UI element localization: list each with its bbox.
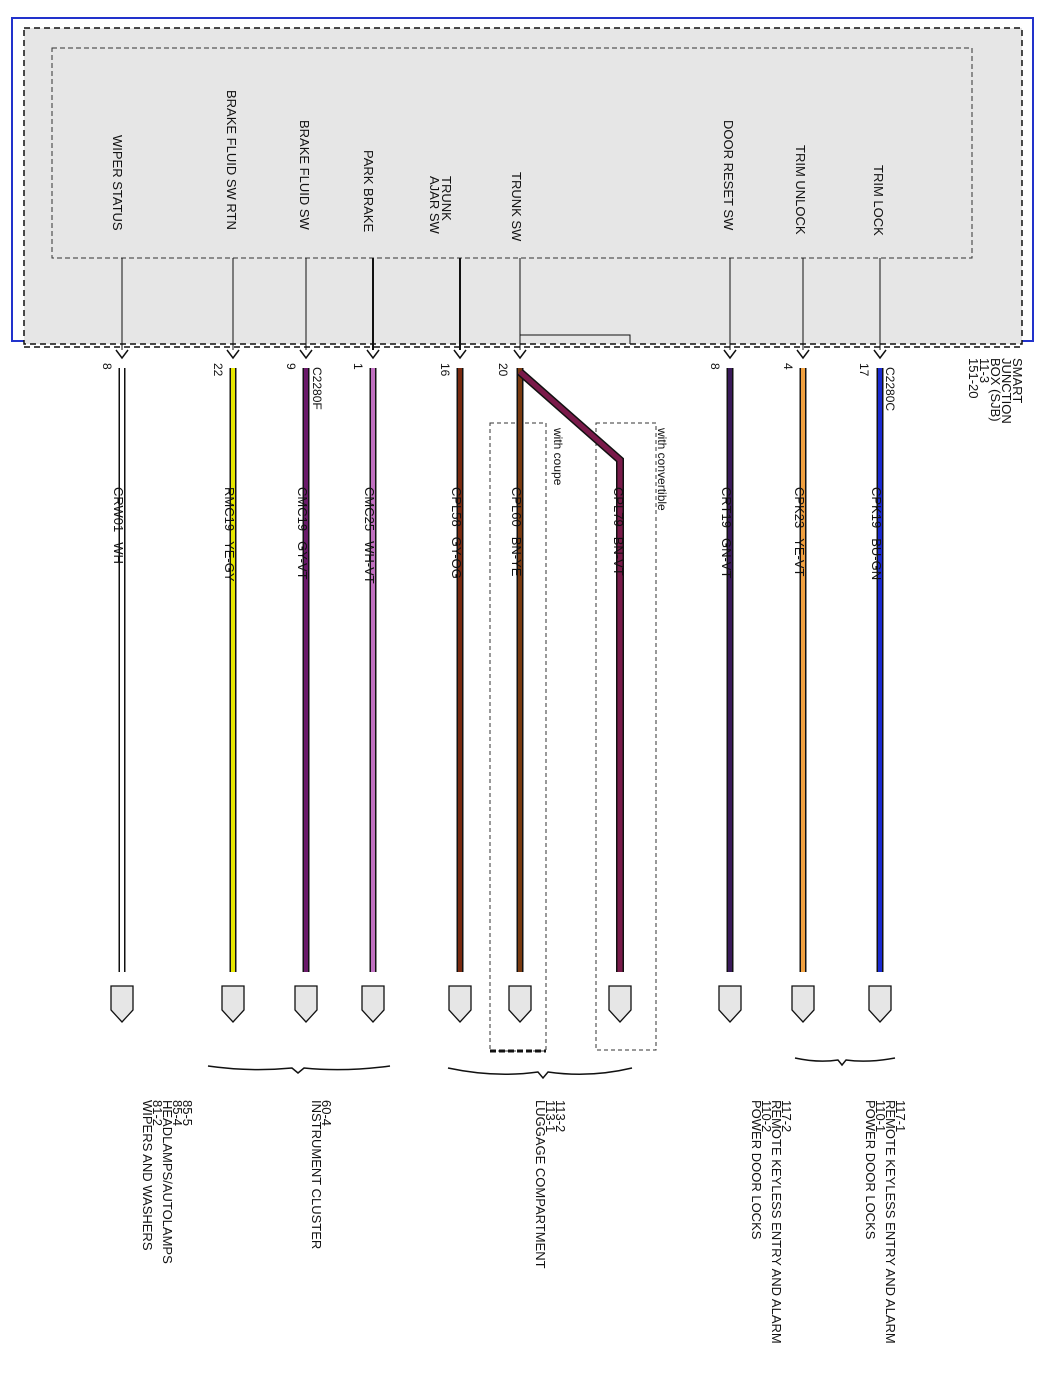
module-box: [23, 27, 1023, 345]
signal-label-park-brake: PARK BRAKE: [361, 150, 376, 232]
circuit-label-cpl60: CPL60BN-YE: [509, 487, 524, 577]
braces: [207, 1057, 896, 1080]
terminal-connector: [361, 985, 385, 1023]
signal-label-trim-lock: TRIM LOCK: [871, 165, 886, 236]
pin-number: 20: [496, 363, 510, 377]
terminal-connector: [294, 985, 318, 1023]
wires: [118, 368, 884, 972]
signal-label-trunk-ajar-sw: TRUNK AJAR SW: [427, 176, 454, 235]
destination-wipers: WIPERS AND WASHERS 81-2 HEADLAMPS/AUTOLA…: [140, 1100, 195, 1267]
signal-label-trunk-sw: TRUNK SW: [509, 172, 524, 242]
circuit-label-cpl58: CPL58GY-OG: [449, 487, 464, 579]
module-inner-box: [51, 47, 973, 259]
convertible-option-label: with convertible: [655, 427, 669, 511]
pin-number: 4: [781, 363, 795, 370]
signal-label-brake-fluid-sw-rtn: BRAKE FLUID SW RTN: [224, 90, 239, 230]
signal-label-brake-fluid-sw: BRAKE FLUID SW: [297, 120, 312, 231]
circuit-label-cmc25: CMC25WH-VT: [362, 487, 377, 584]
destination-power-door-locks-2: POWER DOOR LOCKS 110-2 REMOTE KEYLESS EN…: [749, 1100, 794, 1347]
terminal-connector: [791, 985, 815, 1023]
terminals: [110, 985, 892, 1023]
circuit-label-crt19: CRT19GN-VT: [719, 487, 734, 578]
pin-number: 9: [284, 363, 298, 370]
pin-chevrons: [115, 349, 887, 360]
terminal-connector: [508, 985, 532, 1023]
destination-instrument-cluster: INSTRUMENT CLUSTER 60-4: [309, 1100, 334, 1253]
brace-instrument-cluster: [207, 1065, 391, 1074]
pin-number: 17: [857, 363, 871, 377]
pin-number: 8: [100, 363, 114, 370]
terminal-connector: [110, 985, 134, 1023]
brace-trim: [794, 1057, 896, 1067]
signal-label-trim-unlock: TRIM UNLOCK: [793, 145, 808, 235]
destination-power-door-locks-1: POWER DOOR LOCKS 110-1 REMOTE KEYLESS EN…: [863, 1100, 908, 1347]
pin-number: 1: [351, 363, 365, 370]
circuit-label-crw01: CRW01WH: [111, 487, 126, 564]
convertible-option-box: [595, 422, 657, 1051]
terminal-connector: [448, 985, 472, 1023]
circuit-label-cpk19: CPK19BU-GN: [869, 487, 884, 580]
terminal-connector: [868, 985, 892, 1023]
terminal-connector: [221, 985, 245, 1023]
module-name: SMART JUNCTION BOX (SJB) 11-3 151-20: [966, 358, 1025, 427]
circuit-label-rmc19: RMC19YE-GY: [222, 487, 237, 582]
internal-step-line: [519, 334, 631, 344]
circuit-label-cpl79: CPL79BN-VT: [611, 487, 626, 576]
terminal-connector: [718, 985, 742, 1023]
brace-luggage: [447, 1067, 633, 1080]
circuit-label-cmc19: CMC19GY-VT: [295, 487, 310, 580]
pin-number: 16: [438, 363, 452, 377]
signal-label-door-reset-sw: DOOR RESET SW: [721, 120, 736, 231]
connector-id: C2280F: [310, 367, 324, 410]
pin-number: 8: [708, 363, 722, 370]
coupe-option-label: with coupe: [551, 427, 565, 486]
circuit-label-cpk23: CPK23YE-VT: [792, 487, 807, 577]
wire-cpl79: [517, 368, 624, 972]
internal-leads: [121, 258, 881, 350]
pin-number: 22: [211, 363, 225, 377]
destination-luggage-compartment: LUGGAGE COMPARTMENT 113-1 113-2: [533, 1100, 568, 1272]
connector-id: C2280C: [883, 367, 897, 411]
signal-label-wiper-status: WIPER STATUS: [110, 135, 125, 231]
terminal-connector: [608, 985, 632, 1023]
